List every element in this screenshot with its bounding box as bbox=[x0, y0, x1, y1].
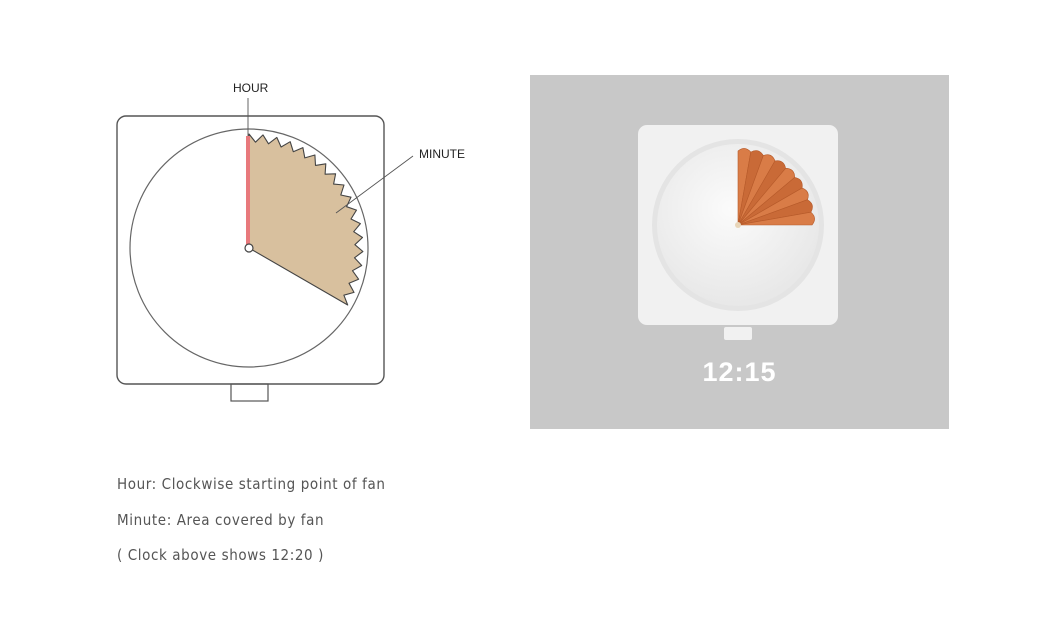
caption-minute: Minute: Area covered by fan bbox=[117, 510, 325, 529]
clock-stand bbox=[724, 327, 752, 340]
clock-photo: 12:15 bbox=[530, 75, 949, 429]
caption-example: ( Clock above shows 12:20 ) bbox=[117, 546, 324, 564]
fan-pivot bbox=[735, 222, 741, 228]
caption-hour: Hour: Clockwise starting point of fan bbox=[117, 475, 386, 493]
clock-diagram: HOUR MINUTE bbox=[116, 81, 465, 402]
minute-label: MINUTE bbox=[419, 147, 465, 161]
clock-dial-outline bbox=[129, 128, 369, 368]
minute-pointer-line bbox=[335, 155, 414, 214]
time-display: 12:15 bbox=[702, 357, 777, 387]
minute-fan-sketch bbox=[248, 133, 364, 306]
caption-block: Hour: Clockwise starting point of fan Mi… bbox=[117, 474, 385, 581]
clock-stand-outline bbox=[230, 383, 269, 402]
center-pivot bbox=[244, 243, 254, 253]
hour-label: HOUR bbox=[233, 81, 269, 95]
cut-off-content bbox=[117, 626, 497, 632]
fan-pleat bbox=[737, 211, 815, 226]
minute-fan bbox=[737, 148, 815, 226]
